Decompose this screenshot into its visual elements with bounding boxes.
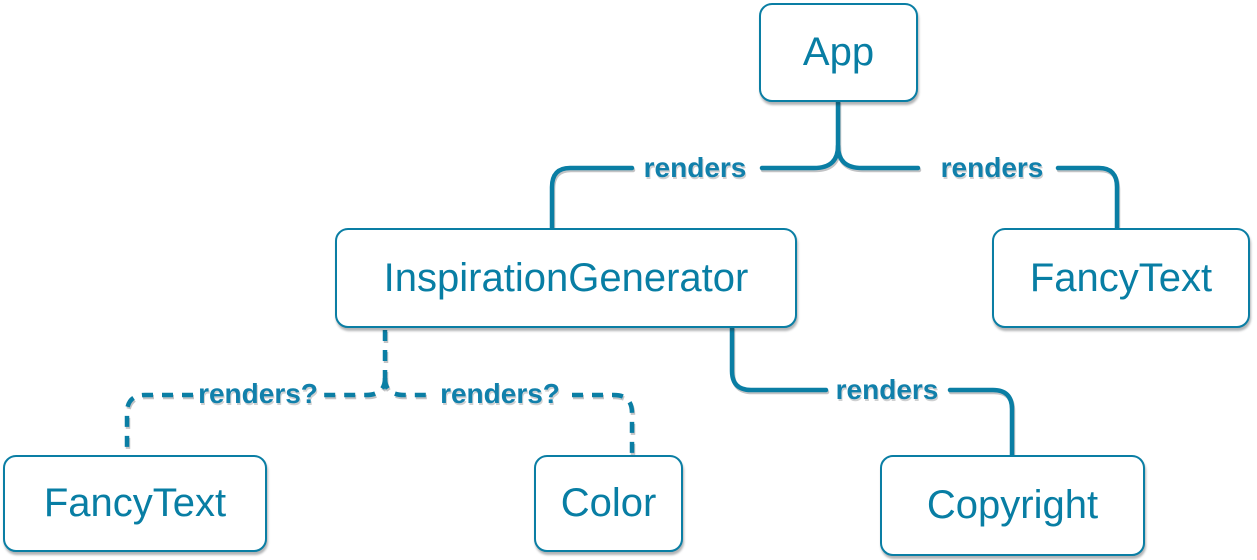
- node-app-label: App: [802, 30, 875, 74]
- edge-label-inspiration-generator-renders-color: renders?: [440, 378, 560, 409]
- node-fancy-text-bottom: FancyText: [3, 455, 267, 552]
- node-fancy-text-bottom-label: FancyText: [43, 481, 227, 525]
- node-fancy-text-top-label: FancyText: [1029, 255, 1213, 300]
- edge-inspiration-generator-to-color: [382, 377, 635, 453]
- node-copyright-label: Copyright: [926, 483, 1099, 527]
- edge-label-app-renders-inspiration-generator: renders: [643, 152, 747, 183]
- node-copyright: Copyright: [880, 455, 1145, 556]
- edge-app-to-fancy-text: [835, 143, 1120, 231]
- edge-inspiration-generator-to-copyright: [729, 325, 1015, 458]
- node-inspiration-generator-label: InspirationGenerator: [383, 255, 749, 300]
- edge-label-app-renders-fancy-text: renders: [940, 152, 1044, 183]
- node-fancy-text-top: FancyText: [992, 228, 1250, 328]
- edge-label-inspiration-generator-renders-fancy-text: renders?: [198, 378, 318, 409]
- node-color-label: Color: [560, 481, 657, 525]
- edge-label-inspiration-generator-renders-copyright: renders: [835, 374, 939, 405]
- node-color: Color: [534, 455, 683, 552]
- node-inspiration-generator: InspirationGenerator: [335, 228, 797, 328]
- node-app: App: [759, 3, 918, 102]
